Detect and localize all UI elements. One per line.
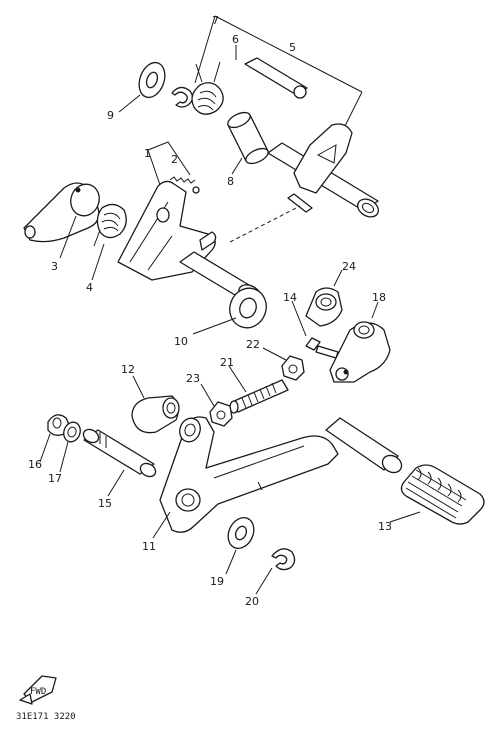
shift-pedal-part-11	[159, 416, 403, 533]
label-part-20: 20	[245, 595, 259, 608]
label-part-15: 15	[98, 497, 112, 510]
pivot-shaft-part-15	[82, 428, 157, 478]
label-part-18: 18	[372, 291, 386, 304]
label-part-9: 9	[107, 109, 114, 122]
adjuster-rod-part-21	[229, 379, 289, 414]
label-part-2: 2	[171, 153, 178, 166]
label-part-1: 1	[144, 147, 151, 160]
circlip-part-20	[271, 548, 296, 571]
label-part-17: 17	[48, 472, 62, 485]
shift-arm-part-1	[117, 180, 262, 304]
front-arrow-label: FWD	[30, 687, 46, 697]
oil-seal-part-10	[229, 287, 267, 329]
label-part-13: 13	[378, 520, 392, 533]
label-part-12: 12	[121, 363, 135, 376]
washer-part-9	[138, 61, 166, 99]
label-part-10: 10	[174, 335, 188, 348]
label-part-24: 24	[342, 260, 356, 273]
shift-lever-part-3	[23, 182, 100, 243]
link-arm-part-18	[329, 321, 391, 383]
rod-end-part-24	[305, 287, 343, 327]
label-part-3: 3	[51, 260, 58, 273]
shift-shaft-part-5	[229, 57, 379, 243]
label-part-4: 4	[86, 281, 93, 294]
washer-part-19	[227, 516, 255, 550]
collar-part-8	[227, 111, 269, 165]
label-part-23: 23	[186, 372, 200, 385]
front-direction-arrow-icon: FWD	[19, 675, 57, 705]
spring-part-6	[191, 61, 224, 115]
label-part-5: 5	[289, 41, 296, 54]
nut-part-23	[209, 401, 233, 427]
diagram-code: 31E171 3220	[16, 712, 76, 722]
group-bracket-1	[147, 141, 191, 186]
leader-lines	[39, 45, 421, 595]
nut-part-22	[281, 355, 305, 381]
label-part-22: 22	[246, 338, 260, 351]
label-part-19: 19	[210, 575, 224, 588]
label-part-11: 11	[142, 540, 156, 553]
pedal-rubber-part-13	[400, 464, 485, 525]
label-part-6: 6	[232, 33, 239, 46]
circlip-part-7	[171, 86, 194, 108]
spring-part-2	[169, 176, 200, 194]
label-part-21: 21	[220, 356, 234, 369]
spring-part-4	[93, 203, 127, 247]
bolt-part-14	[305, 337, 339, 359]
washer-part-17	[63, 421, 81, 443]
label-part-7: 7	[212, 14, 219, 27]
label-part-14: 14	[283, 291, 297, 304]
rod-end-part-12	[131, 395, 180, 434]
label-part-16: 16	[28, 458, 42, 471]
label-part-8: 8	[227, 175, 234, 188]
